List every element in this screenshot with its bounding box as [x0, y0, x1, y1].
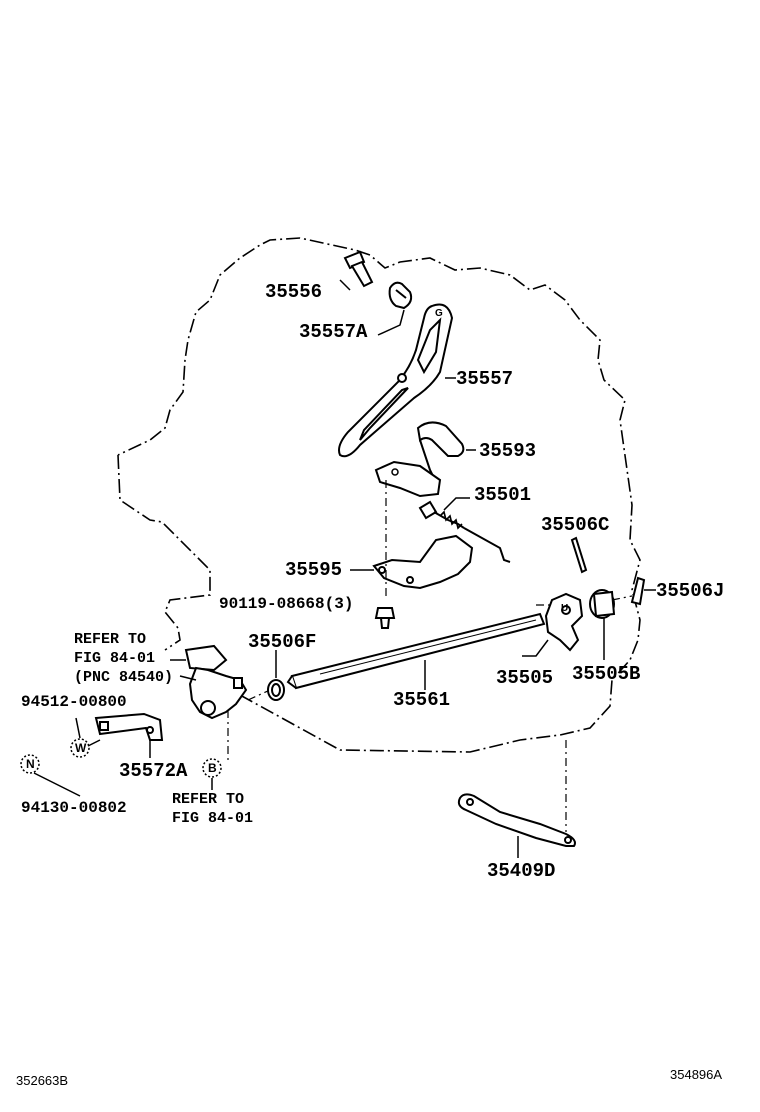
cover-35593	[416, 421, 465, 483]
bolt-90119	[374, 607, 396, 629]
label-35505b: 35505B	[572, 663, 641, 685]
label-35505: 35505	[496, 667, 554, 689]
refer-bottom-line1: REFER TO	[172, 791, 245, 808]
neutral-switch	[184, 644, 248, 720]
marker-circles	[20, 738, 222, 778]
label-35593: 35593	[479, 440, 537, 462]
footer-left-code: 352663B	[16, 1073, 69, 1088]
clip-35506j	[630, 576, 646, 606]
footer-right-code: 354896A	[670, 1067, 723, 1082]
alignment-lines	[227, 480, 633, 832]
pin-35501	[418, 500, 511, 563]
lever-35557	[338, 303, 454, 458]
label-35561: 35561	[393, 689, 451, 711]
bolt-35556	[343, 250, 374, 288]
label-94130: 94130-00802	[21, 799, 127, 817]
shift-head-35505	[544, 592, 584, 652]
bushing-35505b	[589, 589, 616, 619]
refer-top-line1: REFER TO	[74, 631, 147, 648]
label-35501: 35501	[474, 484, 532, 506]
marker-g: G	[435, 308, 443, 319]
marker-n: N	[26, 757, 35, 771]
case-outline	[117, 237, 641, 753]
label-35506j: 35506J	[656, 580, 725, 602]
label-35506f: 35506F	[248, 631, 317, 653]
seal-35506f	[267, 679, 285, 701]
shaft-35561	[286, 612, 546, 690]
label-35595: 35595	[285, 559, 343, 581]
label-35409d: 35409D	[487, 860, 556, 882]
label-35556: 35556	[265, 281, 323, 303]
pin-35506c	[570, 536, 588, 574]
marker-b: B	[208, 761, 217, 775]
plate-upper	[374, 460, 442, 498]
refer-top-line3: (PNC 84540)	[74, 669, 174, 686]
refer-bottom-line2: FIG 84-01	[172, 810, 254, 827]
marker-u: U	[561, 603, 569, 614]
bracket-35572a	[94, 712, 164, 741]
refer-top-line2: FIG 84-01	[74, 650, 156, 667]
label-35572a: 35572A	[119, 760, 188, 782]
label-90119: 90119-08668(3)	[219, 595, 354, 613]
plate-35595	[372, 534, 474, 590]
bushing-35557a	[388, 281, 413, 310]
shift-arm-35409d	[457, 793, 576, 847]
label-35557: 35557	[456, 368, 514, 390]
marker-w: W	[75, 741, 87, 755]
label-94512: 94512-00800	[21, 693, 127, 711]
label-35506c: 35506C	[541, 514, 610, 536]
label-35557a: 35557A	[299, 321, 368, 343]
